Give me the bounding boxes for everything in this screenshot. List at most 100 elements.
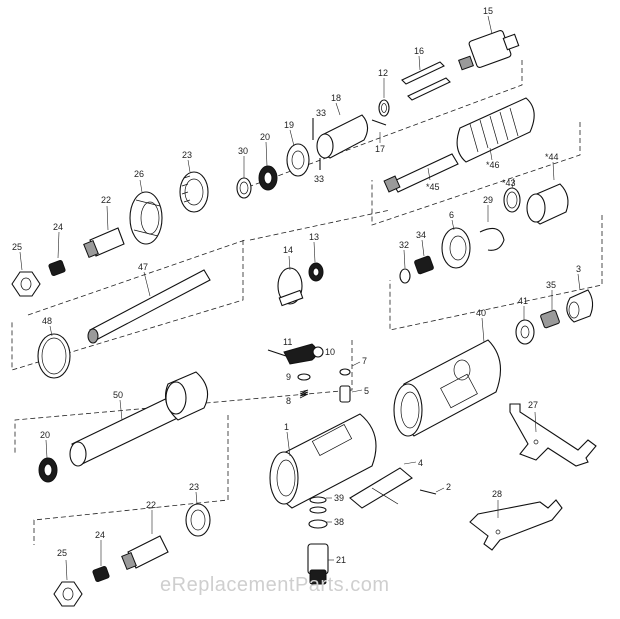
label-12: 12 [378,68,388,78]
part-14 [277,255,304,307]
part-20-upper [258,141,278,191]
part-40 [393,317,502,437]
part-10 [312,346,324,358]
label-23b: 23 [189,482,199,492]
label-25a: 25 [12,242,22,252]
label-9: 9 [286,372,291,382]
part-30 [236,156,252,199]
part-22-upper [83,205,125,259]
label-33b: 33 [314,174,324,184]
label-19: 19 [284,120,294,130]
part-29 [479,205,505,251]
label-24a: 24 [53,222,63,232]
part-38 [308,519,332,529]
label-14: 14 [283,245,293,255]
label-16: 16 [414,46,424,56]
part-19 [286,129,310,177]
label-34: 34 [416,230,426,240]
label-2: 2 [446,482,451,492]
part-22-lower [121,510,169,571]
part-25-lower [53,559,83,607]
label-5: 5 [364,386,369,396]
part-17 [371,119,387,143]
label-45: *45 [426,182,440,192]
label-48: 48 [42,316,52,326]
part-50 [69,371,209,467]
part-labels: 15 16 12 18 33 19 20 17 30 23 33 26 22 2… [12,6,581,565]
label-15: 15 [483,6,493,16]
part-16 [401,55,451,101]
label-4: 4 [418,458,423,468]
part-8 [299,389,309,399]
part-43 [503,177,521,213]
part-12 [378,78,390,117]
part-9 [297,373,311,381]
label-33a: 33 [316,108,326,118]
label-47: 47 [138,262,148,272]
label-41: 41 [518,296,528,306]
label-25b: 25 [57,548,67,558]
label-20a: 20 [260,132,270,142]
part-23-upper [179,159,209,213]
label-3: 3 [576,264,581,274]
part-13 [308,241,324,282]
label-20b: 20 [40,430,50,440]
part-41 [515,306,535,345]
label-18: 18 [331,93,341,103]
label-13: 13 [309,232,319,242]
part-2 [419,487,445,495]
part-32 [399,249,411,284]
part-21 [307,543,334,585]
label-27: 27 [528,400,538,410]
part-24-upper [48,231,66,276]
label-40: 40 [476,308,486,318]
part-25-upper [11,251,41,297]
label-30: 30 [238,146,248,156]
part-18 [316,102,369,159]
label-8: 8 [286,396,291,406]
part-7 [339,361,361,376]
part-4 [349,461,417,509]
label-22b: 22 [146,500,156,510]
part-44 [526,161,569,225]
part-35 [540,290,560,329]
part-11 [267,343,318,365]
part-45 [383,153,459,193]
part-33 [312,118,321,170]
label-7: 7 [362,356,367,366]
part-39 [309,496,332,514]
part-34 [414,239,434,275]
part-15 [458,15,520,71]
label-1: 1 [284,422,289,432]
part-48 [37,325,71,379]
label-21: 21 [336,555,346,565]
watermark: eReplacementParts.com [160,574,389,596]
label-22a: 22 [101,195,111,205]
part-20-lower [38,439,58,483]
part-26 [129,179,163,245]
label-11: 11 [283,337,292,347]
label-39: 39 [334,493,344,503]
label-10: 10 [325,347,335,357]
label-23a: 23 [182,150,192,160]
label-24b: 24 [95,530,105,540]
label-50: 50 [113,390,123,400]
label-35: 35 [546,280,556,290]
label-38: 38 [334,517,344,527]
part-6 [441,219,471,269]
part-27 [509,403,597,467]
label-6: 6 [449,210,454,220]
part-3 [566,273,594,323]
part-5 [339,385,363,403]
part-47 [87,269,211,344]
part-28 [469,499,563,551]
label-32: 32 [399,240,409,250]
label-44: *44 [545,152,559,162]
label-29: 29 [483,195,493,205]
label-28: 28 [492,489,502,499]
label-26: 26 [134,169,144,179]
label-46: *46 [486,160,500,170]
part-46 [456,97,535,163]
part-23-lower [185,491,211,537]
